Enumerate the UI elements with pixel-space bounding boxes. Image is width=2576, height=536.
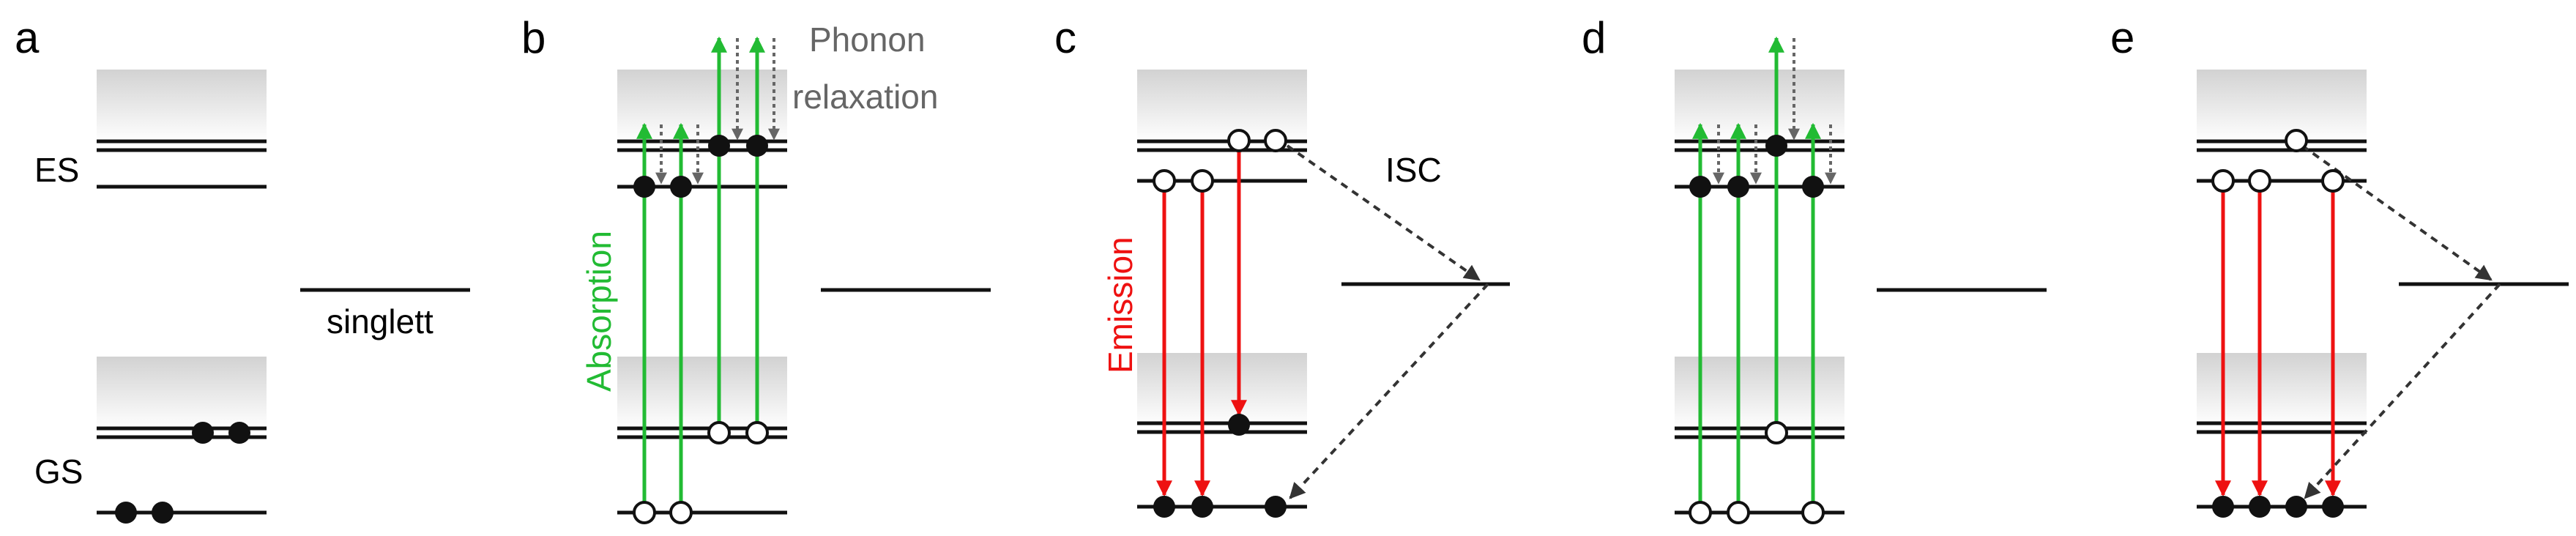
electron-filled — [2285, 496, 2307, 518]
hole-open — [1153, 169, 1176, 193]
panel-a: a ES singlett GS — [15, 13, 470, 524]
emission-label: Emission — [1101, 237, 1139, 373]
electron-filled — [708, 135, 730, 157]
isc-label: ISC — [1385, 151, 1442, 189]
electron-filled — [746, 135, 768, 157]
electron-filled — [670, 176, 692, 198]
hole-open — [1191, 169, 1214, 193]
absorption-label: Absorption — [580, 231, 618, 392]
hole-open — [707, 421, 731, 444]
hole-open — [2321, 169, 2345, 193]
gs-band — [2197, 353, 2367, 426]
hole-open — [1765, 421, 1788, 444]
electron-filled — [1689, 176, 1711, 198]
hole-open — [1264, 129, 1287, 152]
hole-open — [1801, 501, 1825, 524]
isc-arrow — [2301, 144, 2493, 281]
isc-arrow — [1289, 283, 1489, 499]
panel-d: d — [1582, 13, 2047, 524]
hole-open — [2285, 129, 2308, 152]
panel-letter-d: d — [1582, 13, 1606, 62]
hole-open — [1727, 501, 1750, 524]
electron-filled — [192, 422, 214, 444]
singlett-label: singlett — [327, 302, 433, 340]
hole-open — [669, 501, 693, 524]
isc-arrow — [2304, 283, 2501, 499]
panel-letter-b: b — [521, 13, 546, 62]
panel-c: c Emission ISC — [1054, 13, 1510, 518]
relaxation-label: relaxation — [792, 78, 938, 116]
electron-filled — [2249, 496, 2271, 518]
electron-filled — [633, 176, 655, 198]
gs-band — [1675, 357, 1844, 430]
hole-open — [745, 421, 769, 444]
electron-filled — [115, 502, 137, 524]
gs-label: GS — [34, 453, 83, 491]
phonon-label: Phonon — [809, 21, 926, 59]
electron-filled — [1265, 496, 1287, 518]
hole-open — [633, 501, 656, 524]
hole-open — [1689, 501, 1712, 524]
panel-b: b Absorption Phonon relaxation — [521, 13, 991, 524]
gs-band — [97, 357, 267, 430]
electron-filled — [1191, 496, 1213, 518]
hole-open — [2248, 169, 2271, 193]
electron-filled — [2322, 496, 2344, 518]
panel-letter-e: e — [2110, 13, 2134, 62]
isc-arrow — [1286, 144, 1481, 281]
electron-filled — [228, 422, 250, 444]
electron-filled — [2212, 496, 2234, 518]
electron-filled — [1765, 135, 1787, 157]
es-band — [2197, 70, 2367, 143]
hole-open — [2211, 169, 2235, 193]
electron-filled — [1727, 176, 1749, 198]
panel-e: e — [2110, 13, 2569, 518]
electron-filled — [1802, 176, 1824, 198]
es-label: ES — [34, 151, 79, 189]
es-band — [97, 70, 267, 143]
panel-letter-a: a — [15, 13, 40, 62]
electron-filled — [152, 502, 174, 524]
hole-open — [1227, 129, 1251, 152]
electron-filled — [1228, 414, 1250, 436]
panel-letter-c: c — [1054, 13, 1076, 62]
electron-filled — [1153, 496, 1175, 518]
